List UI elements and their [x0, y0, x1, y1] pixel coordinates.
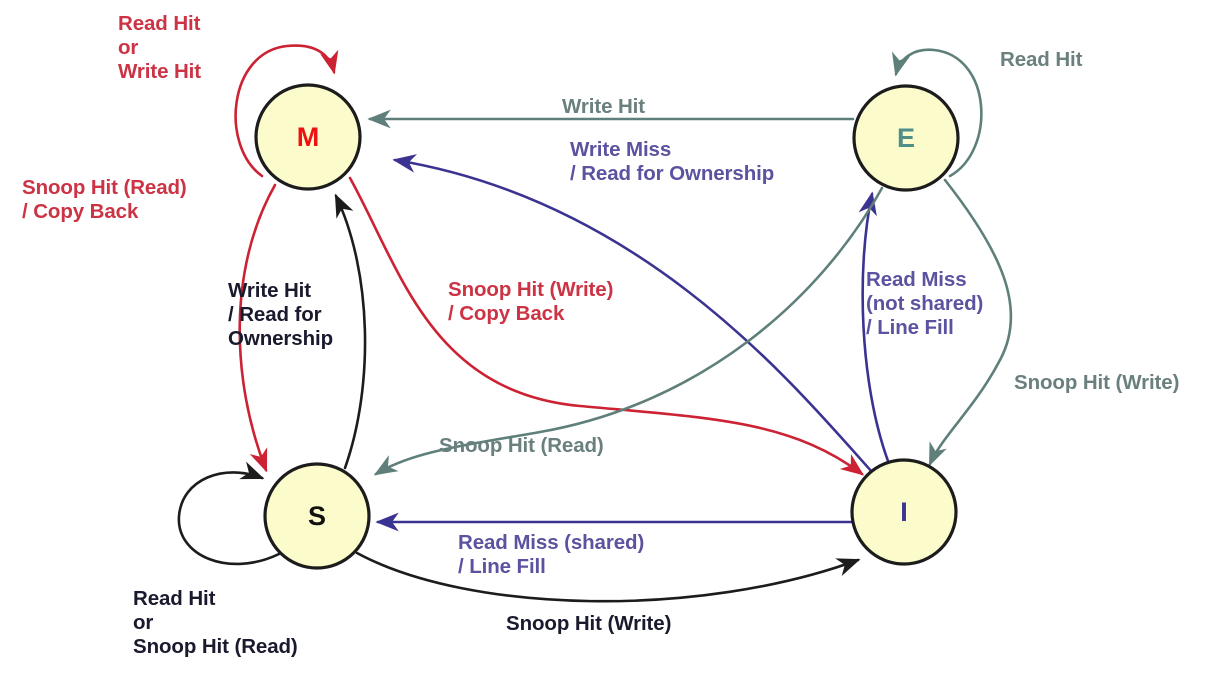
edge-s-to-i	[355, 551, 861, 603]
edge-s-self-loop	[177, 461, 281, 566]
edge-m-to-s	[238, 183, 277, 473]
state-node-s-label: S	[308, 501, 326, 531]
edge-label-i-to-s: Read Miss (shared) / Line Fill	[458, 531, 645, 579]
edge-i-to-e	[858, 191, 890, 463]
edge-e-self-loop	[891, 48, 983, 178]
state-node-m-label: M	[297, 122, 320, 152]
edge-label-e-to-s: Snoop Hit (Read)	[439, 434, 604, 457]
state-node-e-circle[interactable]	[852, 84, 960, 192]
state-node-e[interactable]: E	[852, 84, 960, 192]
edge-label-s-to-m: Write Hit / Read for Ownership	[228, 279, 334, 351]
edge-label-m-to-i: Snoop Hit (Write) / Copy Back	[448, 278, 614, 326]
edge-m-self-loop	[234, 44, 339, 178]
state-node-s-circle[interactable]	[263, 462, 371, 570]
edge-e-to-i	[928, 178, 1013, 467]
edge-label-e-to-m: Write Hit	[562, 95, 646, 118]
edge-e-to-s	[373, 186, 884, 476]
edge-m-to-i	[348, 176, 865, 476]
state-node-m[interactable]: M	[254, 83, 362, 191]
state-node-i[interactable]: I	[850, 458, 958, 566]
state-node-m-circle[interactable]	[254, 83, 362, 191]
edge-label-s-to-i: Snoop Hit (Write)	[506, 612, 672, 635]
state-node-i-label: I	[900, 497, 908, 527]
edge-label-e-self-loop: Read Hit	[1000, 48, 1083, 71]
state-node-s[interactable]: S	[263, 462, 371, 570]
edge-label-m-self-loop: Read Hit or Write Hit	[118, 12, 202, 84]
edge-label-i-to-e: Read Miss (not shared) / Line Fill	[866, 268, 984, 340]
edge-label-i-to-m: Write Miss / Read for Ownership	[570, 138, 775, 186]
edge-label-m-to-s: Snoop Hit (Read) / Copy Back	[22, 176, 187, 224]
state-node-i-circle[interactable]	[850, 458, 958, 566]
edge-i-to-m	[392, 154, 874, 474]
edge-s-to-m	[334, 193, 367, 470]
edge-label-s-self-loop: Read Hit or Snoop Hit (Read)	[133, 587, 298, 659]
state-node-e-label: E	[897, 123, 915, 153]
edge-label-e-to-i: Snoop Hit (Write)	[1014, 371, 1180, 394]
